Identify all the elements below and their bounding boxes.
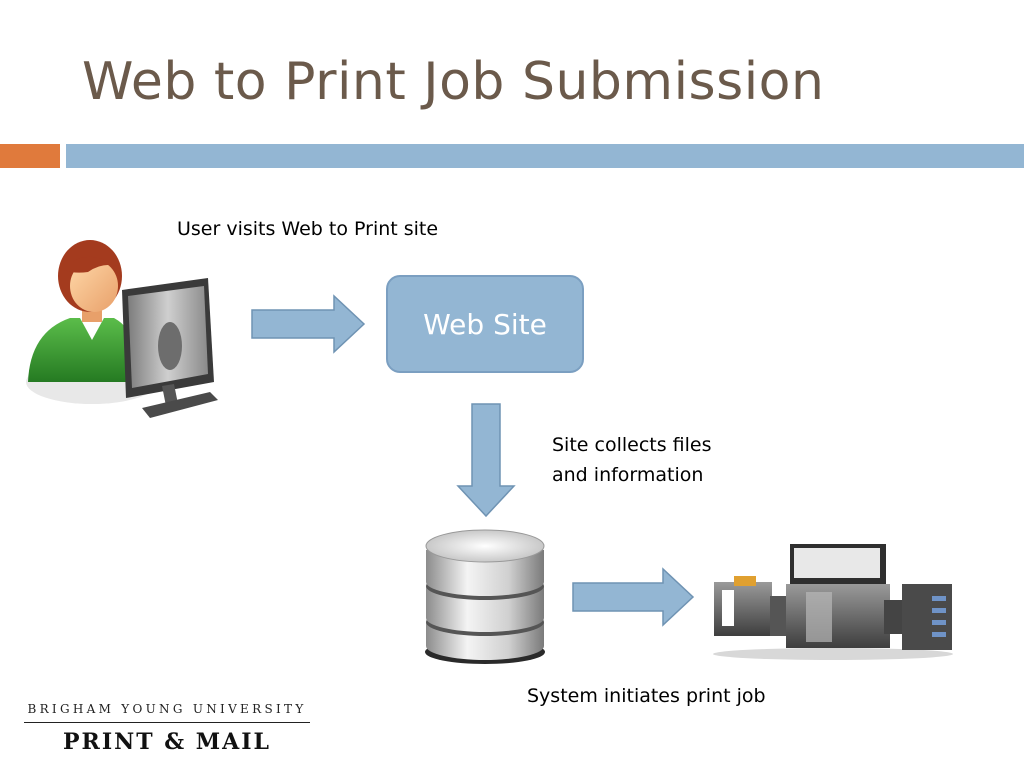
- label-user-visits: User visits Web to Print site: [177, 218, 439, 240]
- database-icon: [425, 529, 545, 664]
- user-at-computer-icon: [26, 240, 218, 418]
- byu-print-mail-logo: BRIGHAM YOUNG UNIVERSITY PRINT & MAIL: [24, 702, 310, 755]
- accent-bar-orange: [0, 144, 60, 168]
- label-system-initiates: System initiates print job: [527, 685, 766, 707]
- arrow-user-to-website: [251, 294, 366, 354]
- label-site-collects-line2: and information: [552, 464, 704, 486]
- website-node: Web Site: [386, 275, 584, 373]
- accent-bar-blue: [66, 144, 1024, 168]
- slide-title: Web to Print Job Submission: [82, 52, 825, 112]
- website-node-label: Web Site: [423, 307, 547, 341]
- logo-university-name: BRIGHAM YOUNG UNIVERSITY: [27, 702, 307, 716]
- arrow-website-to-database: [456, 403, 516, 518]
- label-site-collects-line1: Site collects files: [552, 434, 712, 456]
- label-site-collects: Site collects files and information: [552, 430, 712, 490]
- logo-department-name: PRINT & MAIL: [63, 729, 271, 755]
- arrow-database-to-printer: [572, 567, 695, 627]
- production-printer-icon: [713, 544, 953, 660]
- logo-divider: [24, 722, 310, 723]
